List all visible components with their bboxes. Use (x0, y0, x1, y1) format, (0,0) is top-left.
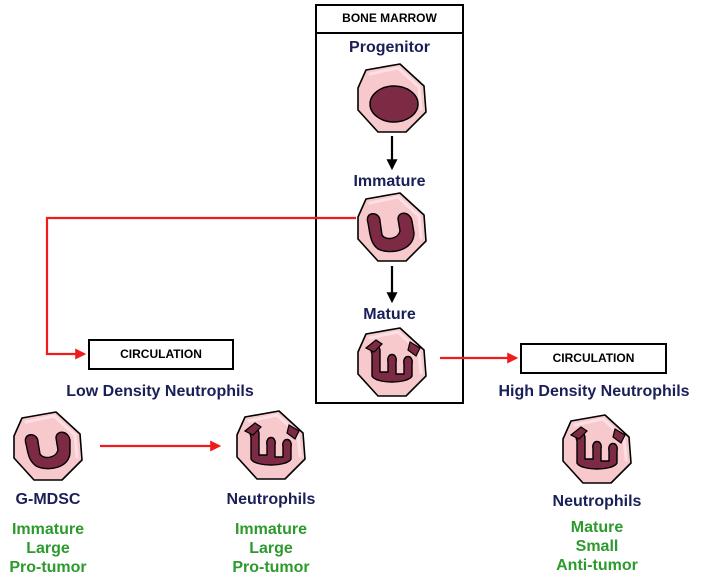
hdn-trait-size: Small (575, 538, 619, 555)
gmdsc-trait-function: Pro-tumor (9, 559, 87, 576)
progenitor-label: Progenitor (349, 39, 430, 56)
hdn-trait-function: Anti-tumor (556, 557, 638, 574)
arrow-immature-to-left-circulation (45, 216, 356, 360)
high-density-heading: High Density Neutrophils (498, 383, 690, 400)
low-density-heading: Low Density Neutrophils (66, 383, 254, 400)
high-density-neutrophil-cell (561, 413, 633, 485)
ldn-trait-maturity: Immature (234, 521, 308, 538)
left-circulation-box (88, 339, 234, 370)
high-density-neutrophil-traits: Mature Small Anti-tumor (542, 518, 652, 575)
low-density-neutrophil-cell (235, 409, 307, 481)
ldn-trait-function: Pro-tumor (232, 559, 310, 576)
right-circulation-label: CIRCULATION (552, 351, 635, 365)
progenitor-cell (356, 62, 428, 134)
gmdsc-label: G-MDSC (15, 491, 81, 508)
ldn-trait-size: Large (249, 540, 293, 557)
bone-marrow-box (315, 4, 464, 404)
bone-marrow-title: BONE MARROW (342, 11, 437, 25)
gmdsc-traits: Immature Large Pro-tumor (0, 520, 96, 577)
mature-cell (356, 326, 428, 398)
gmdsc-trait-size: Large (26, 540, 70, 557)
immature-label: Immature (353, 173, 426, 190)
right-circulation-box (520, 343, 667, 374)
gmdsc-cell (12, 410, 84, 482)
mature-label: Mature (363, 306, 416, 323)
low-density-neutrophil-traits: Immature Large Pro-tumor (216, 520, 326, 577)
immature-cell (356, 191, 428, 263)
high-density-neutrophils-label: Neutrophils (552, 493, 642, 510)
gmdsc-trait-maturity: Immature (11, 521, 85, 538)
left-circulation-label: CIRCULATION (120, 347, 202, 361)
hdn-trait-maturity: Mature (570, 519, 624, 536)
low-density-neutrophils-label: Neutrophils (226, 491, 316, 508)
